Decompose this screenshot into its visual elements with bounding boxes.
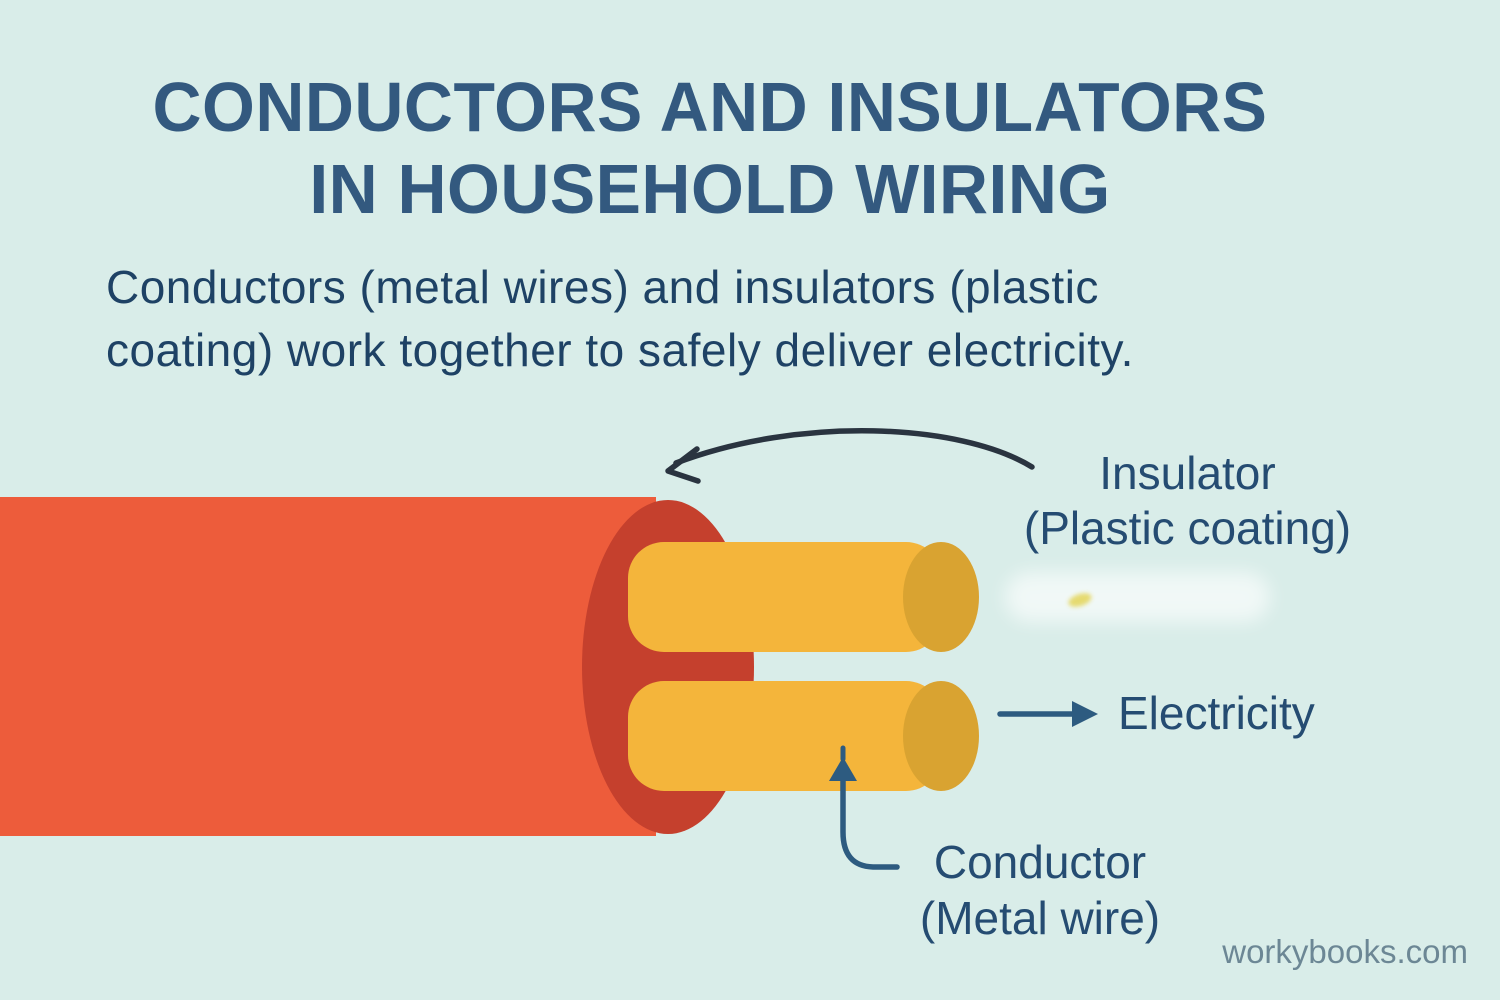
title-line-2: IN HOUSEHOLD WIRING [309, 150, 1111, 228]
page-title: CONDUCTORS AND INSULATORS IN HOUSEHOLD W… [21, 66, 1398, 230]
electricity-label: Electricity [1118, 687, 1315, 739]
title-line-1: CONDUCTORS AND INSULATORS [152, 68, 1268, 146]
subtitle-line-2: coating) work together to safely deliver… [106, 324, 1134, 376]
electricity-arrow [997, 701, 1098, 727]
insulator-label-line-2: (Plastic coating) [1023, 502, 1352, 554]
insulator-pointer-arrow [665, 428, 1035, 484]
insulator-label: Insulator (Plastic coating) [980, 446, 1395, 556]
subtitle-line-1: Conductors (metal wires) and insulators … [106, 261, 1099, 313]
conductor-top-end-cap [903, 542, 979, 652]
conductor-arrowhead-icon [829, 757, 857, 781]
cable-web [650, 652, 753, 681]
conductor-label-line-2: (Metal wire) [919, 892, 1161, 944]
conductor-label-line-1: Conductor [933, 836, 1147, 888]
conductor-bottom-body [628, 681, 942, 791]
conductor-label: Conductor (Metal wire) [840, 834, 1240, 946]
insulator-label-line-1: Insulator [1099, 447, 1276, 499]
conductor-bottom-end-cap [903, 681, 979, 791]
watermark: workybooks.com [1222, 933, 1468, 970]
cable-body [0, 497, 656, 836]
conductor-pointer-arrow [829, 745, 900, 870]
white-smudge [1005, 572, 1270, 622]
conductor-arrow-curve [840, 777, 900, 870]
insulator-arrowhead-icon [665, 446, 701, 484]
insulator-arrow-curve [673, 428, 1035, 470]
electricity-arrowhead-icon [1072, 701, 1098, 727]
conductor-bottom [628, 681, 979, 791]
conductor-top [628, 542, 979, 652]
subtitle: Conductors (metal wires) and insulators … [106, 256, 1134, 382]
conductor-top-body [628, 542, 942, 652]
